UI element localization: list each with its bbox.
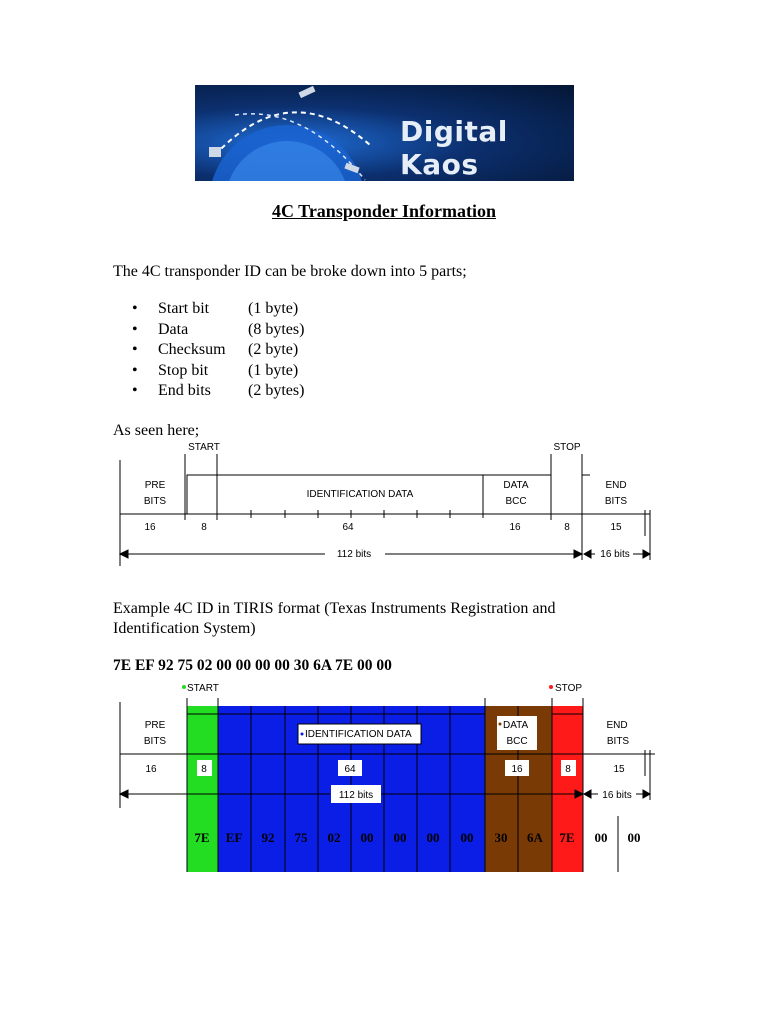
part-name: Start bit [158, 300, 210, 317]
identification-data-label: IDENTIFICATION DATA [307, 489, 414, 500]
stop-label: STOP [553, 442, 580, 453]
start-segment [187, 706, 218, 872]
as-seen-text: As seen here; [113, 422, 200, 439]
byte-value: 02 [328, 830, 341, 845]
byte-value: 00 [461, 830, 474, 845]
frame-diagram-2: START STOP PRE BITS IDENTIFICATION DATA … [118, 683, 655, 872]
total-bits-label: 112 bits [337, 549, 371, 560]
byte-value: 00 [361, 830, 374, 845]
page-title: 4C Transponder Information [271, 201, 497, 221]
stop-label: STOP [555, 683, 582, 694]
bit-count: 64 [342, 522, 354, 533]
bullet-icon: • [132, 341, 138, 358]
part-name: Stop bit [158, 361, 209, 379]
part-name: Data [158, 320, 189, 338]
part-size: (1 byte) [248, 300, 299, 317]
total-bits-label: 112 bits [339, 790, 373, 801]
byte-value: 75 [295, 830, 309, 845]
part-size: (1 byte) [248, 361, 299, 379]
bit-count: 64 [344, 764, 356, 775]
bit-count: 8 [201, 764, 207, 775]
bit-count: 8 [201, 522, 207, 533]
bit-count: 15 [610, 522, 622, 533]
byte-value: 7E [194, 830, 209, 845]
byte-value: 00 [427, 830, 440, 845]
data-bcc-label: DATA [503, 720, 529, 731]
stop-segment [552, 706, 583, 872]
data-bcc-label: BCC [505, 496, 526, 507]
bit-count: 15 [613, 764, 625, 775]
stop-dot-icon [549, 685, 553, 689]
end-bits-label: END [605, 480, 626, 491]
part-size: (2 bytes) [248, 382, 305, 399]
part-size: (2 byte) [248, 341, 299, 358]
byte-value: 00 [394, 830, 407, 845]
end-bits-label: BITS [607, 736, 630, 747]
data-bcc-label: BCC [506, 736, 527, 747]
end-bits-label: BITS [605, 496, 628, 507]
example-text-line1: Example 4C ID in TIRIS format (Texas Ins… [113, 600, 556, 617]
pre-bits-label: PRE [145, 480, 166, 491]
part-name: End bits [158, 382, 211, 399]
bullet-icon: • [132, 361, 138, 379]
part-name: Checksum [158, 341, 226, 358]
bit-count: 16 [144, 522, 156, 533]
data-bcc-label: DATA [503, 480, 529, 491]
logo-text: Digital Kaos [400, 115, 508, 181]
bullet-icon: • [132, 300, 138, 317]
identification-data-label: IDENTIFICATION DATA [305, 729, 412, 740]
frame-diagram-1: START STOP PRE BITS IDENTIFICATION DATA … [118, 442, 652, 566]
globe-satellite-icon [209, 85, 371, 181]
end-total-bits-label: 16 bits [602, 790, 631, 801]
bcc-dot-icon [498, 722, 502, 726]
pre-bits-label: PRE [145, 720, 166, 731]
byte-value: 00 [595, 830, 608, 845]
digital-kaos-logo: Digital Kaos [195, 85, 574, 181]
bit-count: 16 [509, 522, 521, 533]
pre-bits-label: BITS [144, 736, 167, 747]
byte-value: 6A [527, 830, 544, 845]
end-bits-label: END [606, 720, 627, 731]
start-dot-icon [182, 685, 186, 689]
byte-value: 92 [262, 830, 275, 845]
hex-id-string: 7E EF 92 75 02 00 00 00 00 30 6A 7E 00 0… [113, 657, 392, 674]
bullet-icon: • [132, 382, 138, 399]
bit-count: 16 [511, 764, 523, 775]
example-text-line2: Identification System) [113, 620, 256, 637]
ident-dot-icon [300, 732, 304, 736]
bit-count: 8 [564, 522, 570, 533]
bullet-icon: • [132, 320, 138, 338]
bit-count: 16 [145, 764, 157, 775]
byte-value: 30 [495, 830, 508, 845]
intro-text: The 4C transponder ID can be broke down … [113, 263, 467, 280]
start-label: START [187, 683, 219, 694]
end-total-bits-label: 16 bits [600, 549, 629, 560]
bit-count: 8 [565, 764, 571, 775]
byte-value: 7E [559, 830, 574, 845]
byte-value: EF [226, 830, 243, 845]
start-label: START [188, 442, 220, 453]
pre-bits-label: BITS [144, 496, 167, 507]
part-size: (8 bytes) [248, 320, 305, 338]
byte-value: 00 [628, 830, 641, 845]
